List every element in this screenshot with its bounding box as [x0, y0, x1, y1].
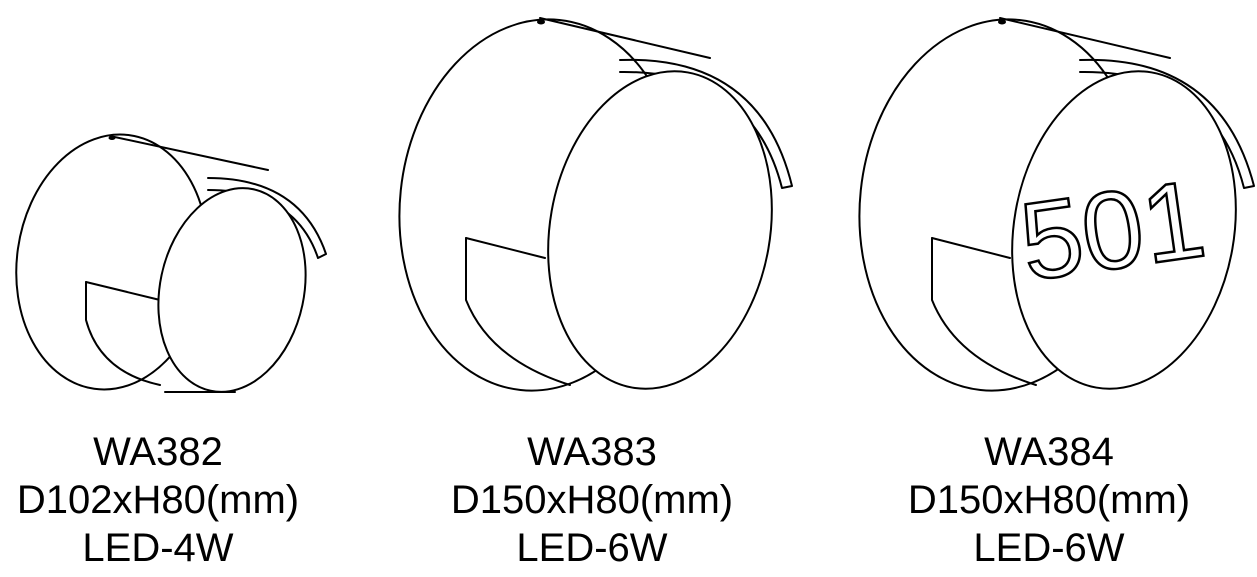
size-label: D150xH80(mm) [450, 478, 734, 522]
size-label: D150xH80(mm) [907, 478, 1191, 522]
caption-wa382: WA382 D102xH80(mm) LED-4W [0, 428, 338, 572]
lamp-front-face [157, 187, 307, 393]
cutout-edge [931, 237, 1037, 386]
body-top-edge [109, 135, 269, 171]
cutout-edge [85, 281, 161, 386]
caption-wa384: WA384 D150xH80(mm) LED-6W [869, 428, 1229, 572]
cutout-edge [465, 237, 571, 386]
power-label: LED-4W [82, 526, 234, 570]
lamp-drawing-wa384: 501 [858, 17, 1255, 392]
size-label: D102xH80(mm) [16, 478, 300, 522]
power-label: LED-6W [973, 526, 1125, 570]
body-top-edge [539, 17, 711, 59]
cutout-top [465, 237, 546, 259]
lamp-front-face [1011, 70, 1237, 390]
body-top-edge [999, 17, 1171, 59]
model-label: WA382 [93, 430, 223, 474]
power-label: LED-6W [516, 526, 668, 570]
house-number: 501 [1013, 157, 1212, 304]
model-label: WA383 [527, 430, 657, 474]
lamp-front-face [547, 70, 773, 390]
cutout-top [85, 281, 161, 301]
lamp-drawing-wa383 [398, 17, 793, 392]
cutout-top [931, 237, 1011, 259]
lamp-drawing-wa382 [15, 133, 327, 393]
caption-wa383: WA383 D150xH80(mm) LED-6W [412, 428, 772, 572]
mount-hole [998, 19, 1006, 25]
mount-hole [108, 136, 116, 140]
mount-hole [537, 19, 545, 25]
model-label: WA384 [984, 430, 1114, 474]
